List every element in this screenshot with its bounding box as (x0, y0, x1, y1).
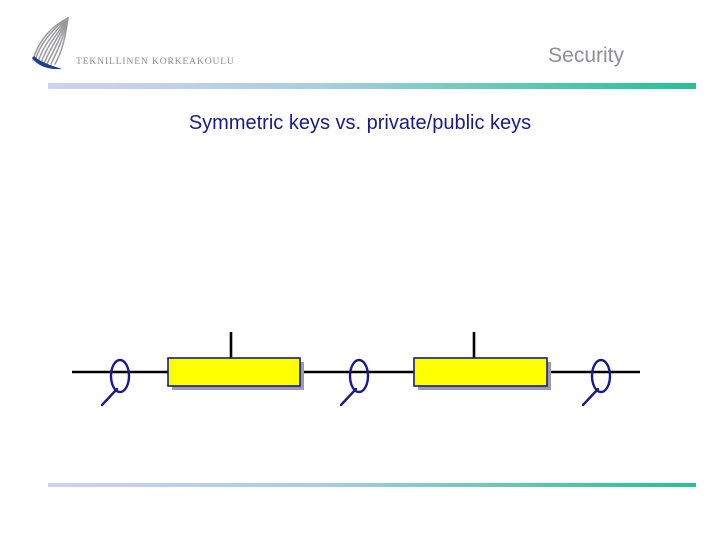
box-1 (167, 357, 301, 387)
key-3 (581, 358, 612, 407)
header-divider (48, 83, 696, 89)
page-title: Security (548, 44, 624, 67)
slide-header: TEKNILLINEN KORKEAKOULU Security (0, 0, 720, 96)
key-1 (100, 358, 131, 407)
slide-subtitle: Symmetric keys vs. private/public keys (188, 112, 532, 134)
box-2 (413, 357, 548, 387)
institution-logo: TEKNILLINEN KORKEAKOULU (18, 14, 238, 80)
logo-wordmark: TEKNILLINEN KORKEAKOULU (76, 57, 235, 67)
key-exchange-chain-diagram (0, 310, 720, 420)
key-2 (339, 358, 370, 407)
footer-divider (48, 483, 696, 487)
tkk-feather-logo-icon (18, 14, 80, 76)
